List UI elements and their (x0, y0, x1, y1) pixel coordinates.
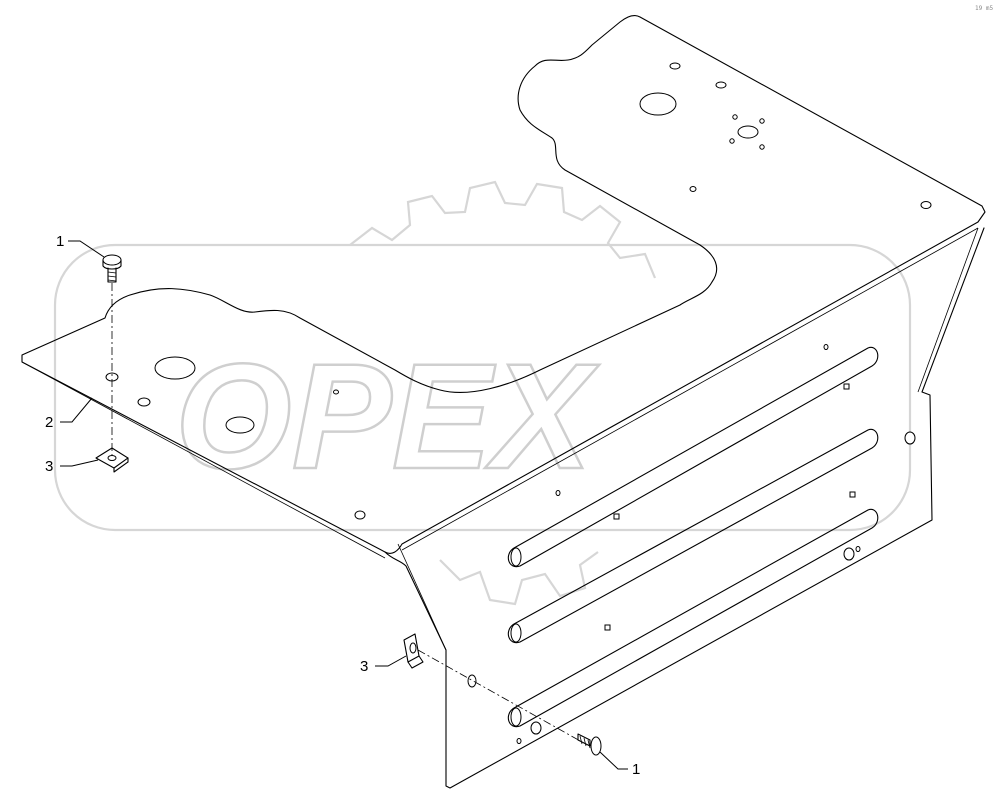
top-plate-hole (715, 81, 727, 89)
svg-text:3: 3 (45, 458, 53, 475)
slot-lower (507, 508, 879, 728)
callout-3-top: 3 (45, 458, 99, 475)
top-plate-hole (737, 125, 759, 139)
top-plate-hole (759, 118, 765, 124)
top-plate-hole (729, 138, 735, 144)
panel-hole (843, 547, 855, 561)
panel-hole (823, 344, 829, 350)
panel-hole (516, 738, 522, 744)
slot-middle (507, 428, 879, 644)
panel-hole (467, 674, 477, 688)
top-plate-hole (154, 356, 196, 380)
svg-text:3: 3 (360, 658, 368, 675)
front-panel-outline (384, 227, 985, 789)
bolt-side (577, 733, 602, 756)
callout-1-top: 1 (56, 233, 105, 258)
top-plate-hole (689, 186, 697, 192)
watermark-gear-bottom (439, 551, 599, 606)
watermark-text: OPEX (175, 332, 600, 500)
top-plate-hole (759, 144, 765, 150)
watermark-logo: OPEX (53, 180, 912, 606)
watermark-badge (53, 243, 912, 532)
panel-hole (855, 546, 861, 552)
top-plate-hole (920, 201, 932, 209)
watermark-gear-outline (349, 180, 657, 279)
top-plate-hole (669, 62, 681, 70)
square-hole (849, 491, 856, 498)
top-plate-hole (137, 397, 151, 407)
top-plate-hole (225, 416, 255, 434)
svg-text:1: 1 (632, 761, 640, 778)
panel-hole (555, 490, 561, 496)
square-hole (604, 624, 611, 631)
top-plate-hole (732, 114, 738, 120)
top-plate-right-edge (401, 227, 979, 551)
svg-text:1: 1 (56, 233, 64, 250)
square-hole (613, 513, 620, 520)
callout-2: 2 (45, 397, 93, 431)
panel-hole (904, 431, 916, 445)
front-panel-corner-edge (917, 227, 979, 393)
svg-text:2: 2 (45, 414, 53, 431)
top-plate-hole (333, 389, 339, 395)
callout-1-bottom: 1 (599, 751, 640, 778)
callout-3-side: 3 (360, 655, 407, 675)
top-plate-outline (21, 14, 986, 554)
front-panel (384, 227, 985, 789)
top-plate-front-edge (21, 361, 386, 559)
panel-hole (530, 721, 542, 735)
clip-nut-top (95, 447, 129, 473)
bolt-top (102, 254, 122, 283)
slot-upper (507, 346, 879, 568)
top-plate (21, 14, 986, 559)
front-panel-inner-edge (397, 543, 447, 651)
top-plate-hole (354, 510, 366, 520)
clip-nut-side (403, 633, 424, 669)
square-hole (843, 383, 850, 390)
bolt-side-axis (417, 649, 583, 743)
top-plate-hole (639, 92, 677, 116)
corner-mark: 19 m5 (975, 5, 993, 12)
